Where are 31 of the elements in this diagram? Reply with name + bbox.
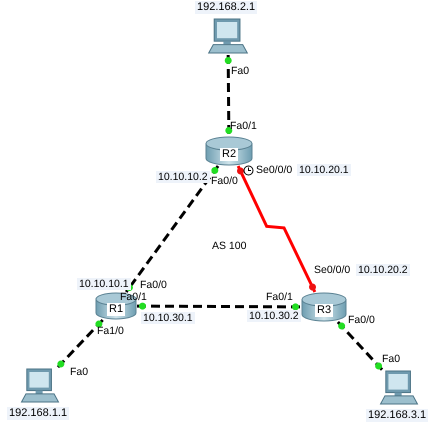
host-ip-label: 192.168.2.1	[195, 1, 258, 14]
serial-link	[236, 165, 316, 293]
ip-address-label: 10.10.30.2	[247, 310, 301, 322]
ip-address-label: 10.10.10.1	[77, 278, 131, 290]
interface-label: Fa0/0	[140, 279, 167, 291]
interface-label: Fa0	[231, 65, 250, 77]
ip-address-label: 10.10.20.2	[356, 264, 410, 276]
interface-label: Fa0/1	[230, 120, 257, 132]
cable-link	[224, 54, 232, 136]
interface-label: Fa0/1	[266, 291, 293, 303]
interface-label: Fa0	[70, 366, 88, 378]
interface-label: Fa1/0	[97, 325, 124, 337]
cable-link	[125, 165, 220, 293]
cable-link	[336, 320, 384, 372]
area-label: AS 100	[212, 240, 246, 252]
interface-label: Fa0/1	[120, 291, 147, 303]
interface-label: Fa0/0	[348, 314, 375, 326]
router-name: R3	[315, 304, 334, 317]
ip-address-label: 10.10.20.1	[297, 164, 351, 176]
interface-label: Se0/0/0	[314, 264, 350, 276]
interface-label: Fa0	[382, 353, 400, 365]
router-name: R2	[220, 148, 238, 161]
interface-label: Fa0/0	[211, 175, 238, 187]
cable-link	[56, 318, 104, 370]
router-name: R1	[107, 303, 126, 316]
host-ip-label: 192.168.3.1	[366, 409, 428, 422]
ip-address-label: 10.10.30.1	[141, 312, 195, 324]
interface-label: Se0/0/0	[256, 164, 292, 176]
cable-link	[137, 302, 301, 310]
host-ip-label: 192.168.1.1	[7, 407, 70, 420]
ip-address-label: 10.10.10.2	[156, 171, 210, 183]
